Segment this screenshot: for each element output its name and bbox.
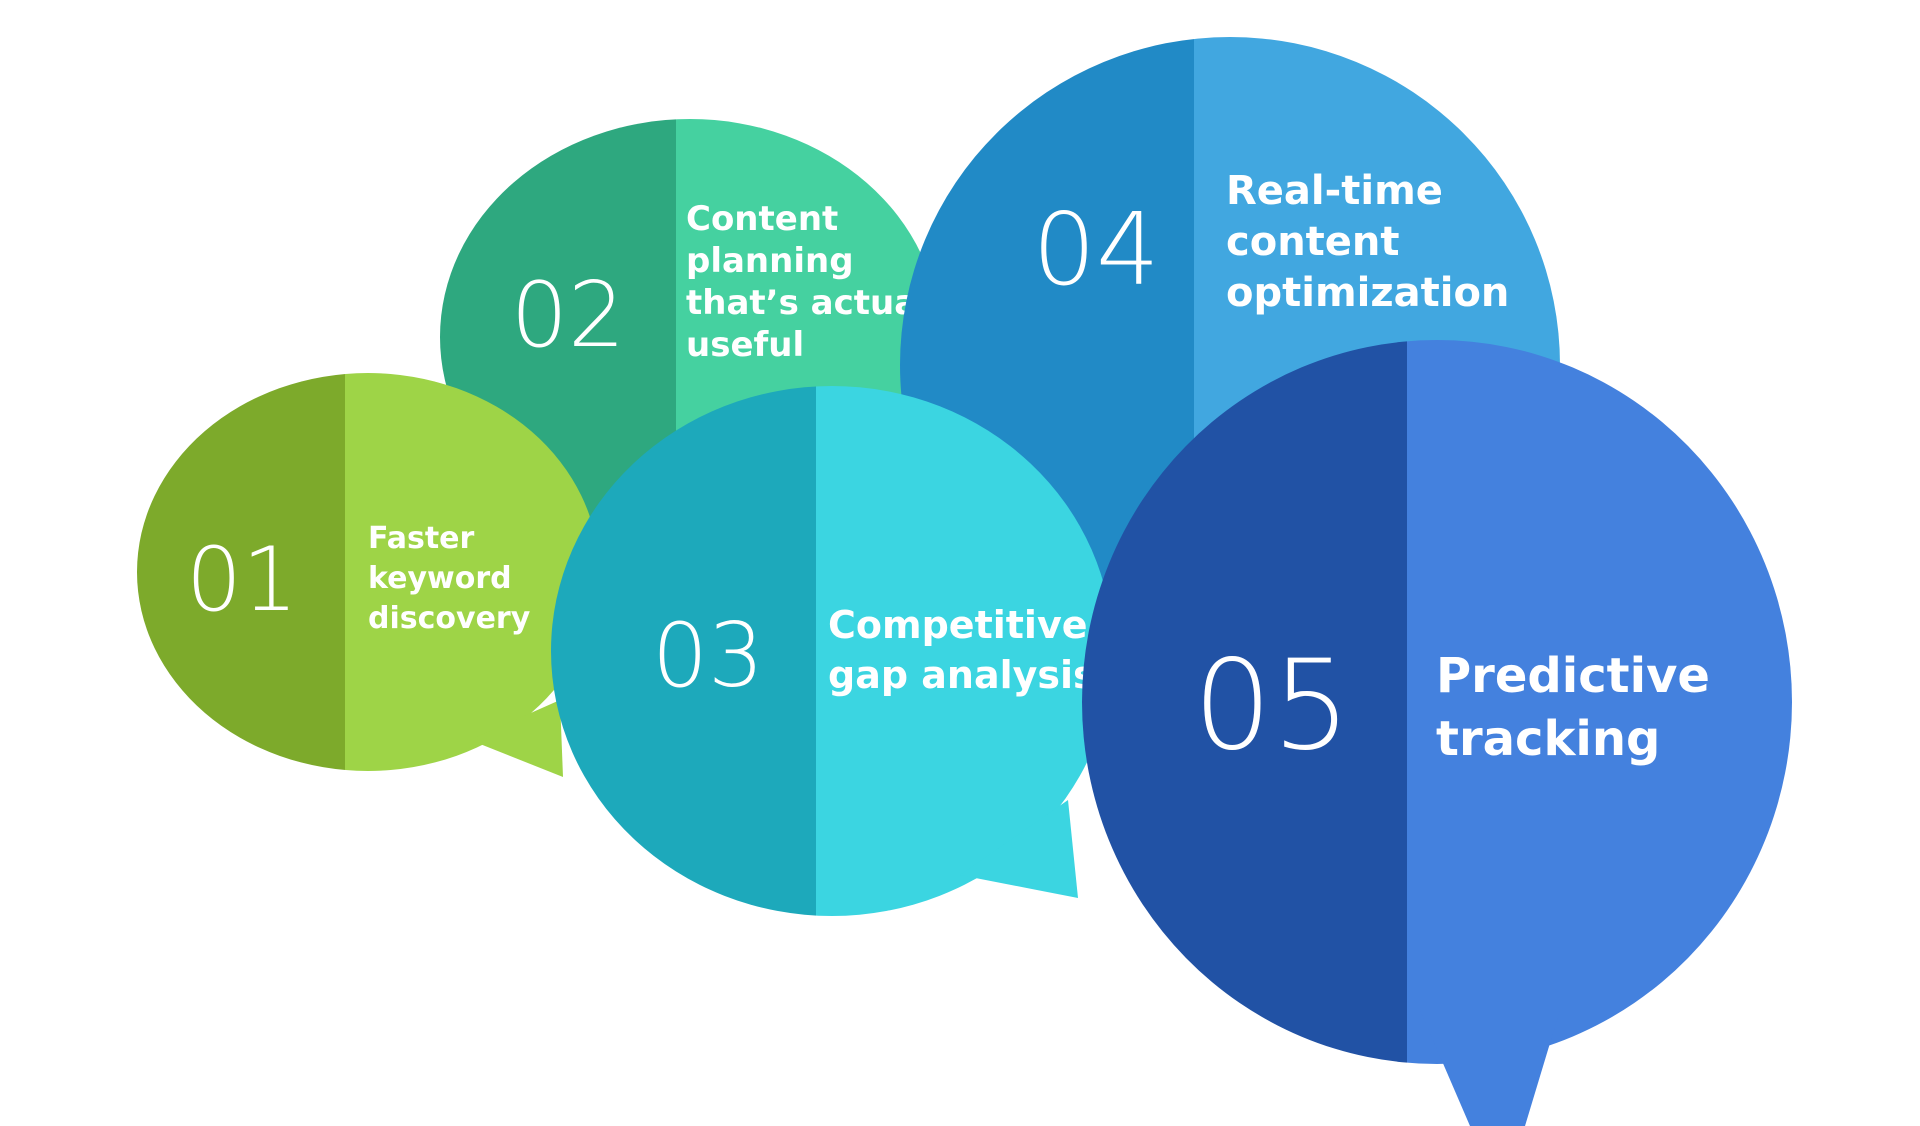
bubble-label-line: useful — [686, 325, 804, 365]
bubble-05-light-half — [1407, 340, 1792, 1064]
bubble-label-line: Content — [686, 199, 838, 239]
bubble-04-number: 04 — [1032, 191, 1159, 308]
bubble-label-line: tracking — [1436, 711, 1660, 767]
bubble-label-line: discovery — [368, 601, 531, 636]
bubble-03-number: 03 — [652, 604, 764, 707]
bubble-label-line: Competitive — [828, 603, 1088, 647]
bubble-02-number: 02 — [511, 263, 626, 368]
bubble-03-tail — [960, 800, 1078, 898]
bubble-label-line: content — [1226, 219, 1400, 265]
bubble-label-line: keyword — [368, 561, 512, 596]
bubble-label-line: Predictive — [1436, 648, 1710, 704]
bubble-label-line: optimization — [1226, 270, 1509, 316]
bubble-label-line: gap analysis — [828, 653, 1096, 697]
bubble-05-tail — [1420, 1010, 1560, 1126]
bubble-05-number: 05 — [1193, 634, 1351, 778]
bubble-01-tail — [470, 700, 563, 777]
bubble-label-line: Faster — [368, 521, 475, 556]
bubble-label-line: Real-time — [1226, 168, 1443, 214]
bubble-05-label: Predictive tracking — [1436, 648, 1710, 767]
bubble-03-label: Competitive gap analysis — [828, 603, 1096, 697]
bubble-04-label: Real-time content optimization — [1226, 168, 1509, 316]
bubble-label-line: planning — [686, 241, 854, 281]
bubble-01-label: Faster keyword discovery — [368, 521, 531, 636]
bubble-01-number: 01 — [186, 528, 298, 631]
